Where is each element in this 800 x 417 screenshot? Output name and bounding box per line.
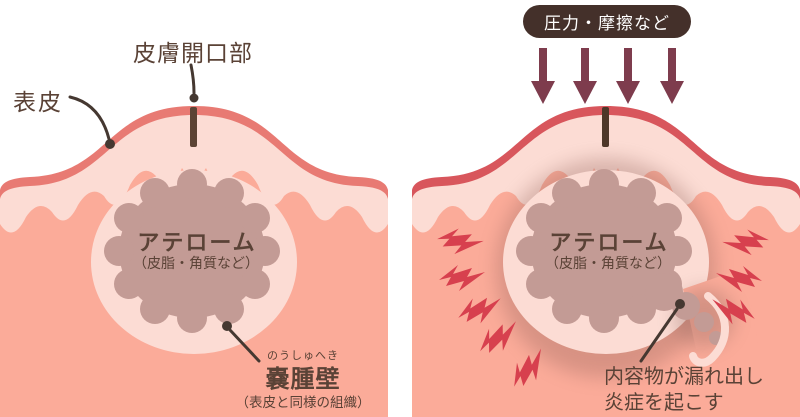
opening-pointer-line [189,63,196,95]
pressure-arrow-icon [573,48,597,104]
cyst-wall-pointer-dot [222,321,232,331]
leak-caption-line2: 炎症を起こす [604,390,724,414]
pressure-arrow-icon [660,48,684,104]
epidermis-pointer-line [68,95,111,141]
opening-pointer-dot [189,93,199,103]
pressure-arrow-icon [616,48,640,104]
atheroma-title-left: アテローム [137,231,257,256]
epidermis-label: 表皮 [13,90,63,116]
atheroma-sub-right: （皮脂・角質など） [545,256,671,272]
cyst-wall-label: 嚢腫壁 [265,365,341,393]
keratin-plug [190,107,197,147]
pressure-friction-pill: 圧力・摩擦など [523,5,691,38]
atheroma-title-right: アテローム [549,231,669,256]
epidermis-pointer-dot [105,139,115,149]
pressure-arrow-icon [531,48,555,104]
cyst-wall-furigana: のうしゅへき [267,349,339,362]
leak-pointer-line [639,307,679,363]
leaking-content [645,273,723,345]
skin-opening-label: 皮膚開口部 [133,41,253,67]
leak-caption: 内容物が漏れ出し 炎症を起こす [604,363,764,415]
pressure-arrows [531,48,684,104]
cyst-wall-sub-label: （表皮と同様の組織） [235,395,371,411]
pointer-dots [105,93,685,331]
leak-caption-line1: 内容物が漏れ出し [604,364,764,388]
pressure-friction-label: 圧力・摩擦など [544,14,670,34]
keratin-plug [602,107,609,147]
pointer-lines [68,63,679,363]
leak-pointer-dot [675,299,685,309]
cyst-wall-pointer-line [228,328,261,363]
right-panel-art [412,106,800,417]
torn-wall-flap [689,292,729,367]
atheroma-sub-left: （皮脂・角質など） [133,256,259,272]
